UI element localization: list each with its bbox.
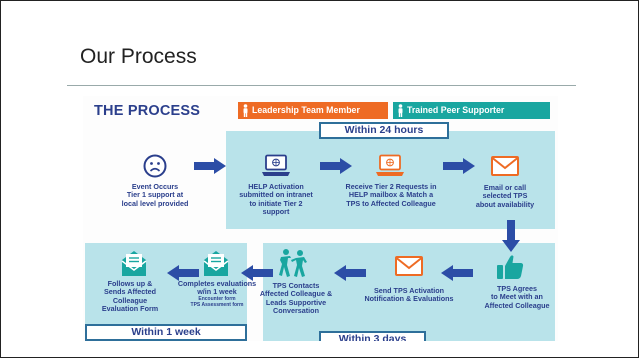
sad-face-icon xyxy=(143,154,167,178)
legend-leadership: Leadership Team Member xyxy=(238,102,388,119)
legend-leadership-label: Leadership Team Member xyxy=(252,105,360,115)
step-2-label: HELP Activation submitted on intranet to… xyxy=(239,182,313,216)
envelope-icon xyxy=(395,256,423,276)
timeframe-24-hours: Within 24 hours xyxy=(319,122,449,139)
arrow-left xyxy=(334,265,366,281)
step-6-label: Send TPS Activation Notification & Evalu… xyxy=(364,286,454,304)
step-8-forms: Encounter form TPS Assessment form xyxy=(190,296,244,308)
thumbs-up-icon xyxy=(497,255,524,279)
legend-peer-label: Trained Peer Supporter xyxy=(407,105,505,115)
timeframe-3-days: Within 3 days xyxy=(319,331,426,341)
slide-title: Our Process xyxy=(80,45,197,68)
arrow-right xyxy=(320,158,352,174)
arrow-right xyxy=(443,158,475,174)
step-7-label: TPS Contacts Affected Colleague & Leads … xyxy=(259,281,333,315)
laptop-icon xyxy=(376,154,404,176)
person-icon xyxy=(243,104,248,117)
laptop-icon xyxy=(262,154,290,176)
arrow-down xyxy=(502,220,520,252)
person-icon xyxy=(398,104,403,117)
step-5-label: TPS Agrees to Meet with an Affected Coll… xyxy=(484,284,550,310)
band-24-hours xyxy=(226,131,555,229)
legend-peer: Trained Peer Supporter xyxy=(393,102,550,119)
envelope-icon xyxy=(491,156,519,176)
step-1-label: Event Occurs Tier 1 support at local lev… xyxy=(121,182,189,208)
open-envelope-icon xyxy=(121,251,147,276)
arrow-right xyxy=(194,158,226,174)
process-diagram: THE PROCESS Leadership Team Member Train… xyxy=(83,96,558,341)
arrow-left xyxy=(241,265,273,281)
step-4-label: Email or call selected TPS about availab… xyxy=(475,183,535,209)
step-3-label: Receive Tier 2 Requests in HELP mailbox … xyxy=(345,182,437,208)
step-9-label: Follows up & Sends Affected Colleague Ev… xyxy=(101,279,159,313)
title-divider xyxy=(67,85,576,86)
step-8-label: Completes evaluations w/in 1 week xyxy=(177,279,257,297)
diagram-heading: THE PROCESS xyxy=(94,103,201,119)
open-envelope-icon xyxy=(203,251,229,276)
people-icon xyxy=(279,249,307,277)
timeframe-1-week: Within 1 week xyxy=(85,324,247,341)
arrow-left xyxy=(167,265,199,281)
arrow-left xyxy=(441,265,473,281)
